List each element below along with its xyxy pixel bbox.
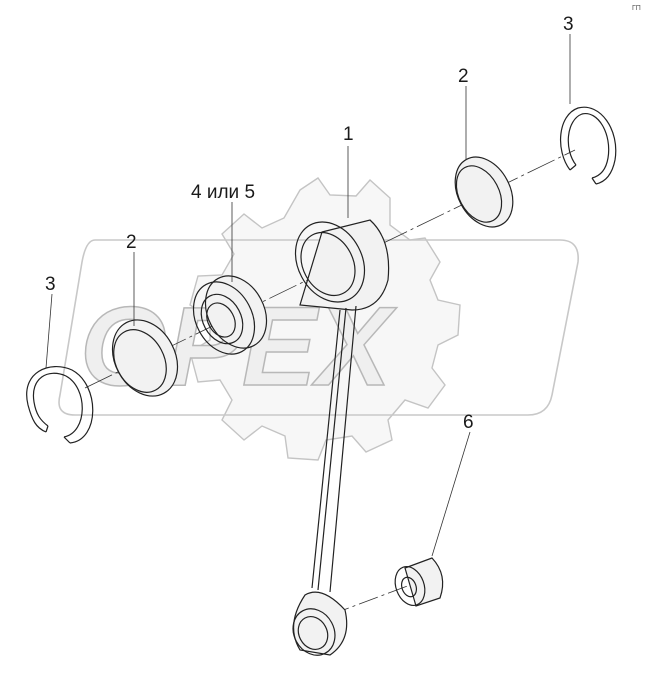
bushing bbox=[394, 557, 444, 607]
callout-4-or-5: 4 или 5 bbox=[191, 182, 255, 203]
snap-ring-right bbox=[559, 106, 617, 185]
callout-3-left: 3 bbox=[45, 274, 56, 295]
callout-2-right: 2 bbox=[458, 66, 469, 87]
connecting-rod bbox=[292, 219, 390, 656]
bearing bbox=[192, 275, 268, 355]
callout-6: 6 bbox=[463, 412, 474, 433]
callout-1: 1 bbox=[343, 124, 354, 145]
leader-6 bbox=[431, 431, 471, 557]
callout-2-left: 2 bbox=[126, 232, 137, 253]
snap-ring-left bbox=[26, 366, 94, 444]
washer-right bbox=[454, 156, 514, 228]
callout-3-right: 3 bbox=[563, 14, 574, 35]
washer-left bbox=[111, 319, 179, 397]
leader-3-left bbox=[45, 293, 53, 369]
corner-mark: ГП bbox=[632, 5, 641, 12]
watermark-plate bbox=[58, 239, 579, 416]
